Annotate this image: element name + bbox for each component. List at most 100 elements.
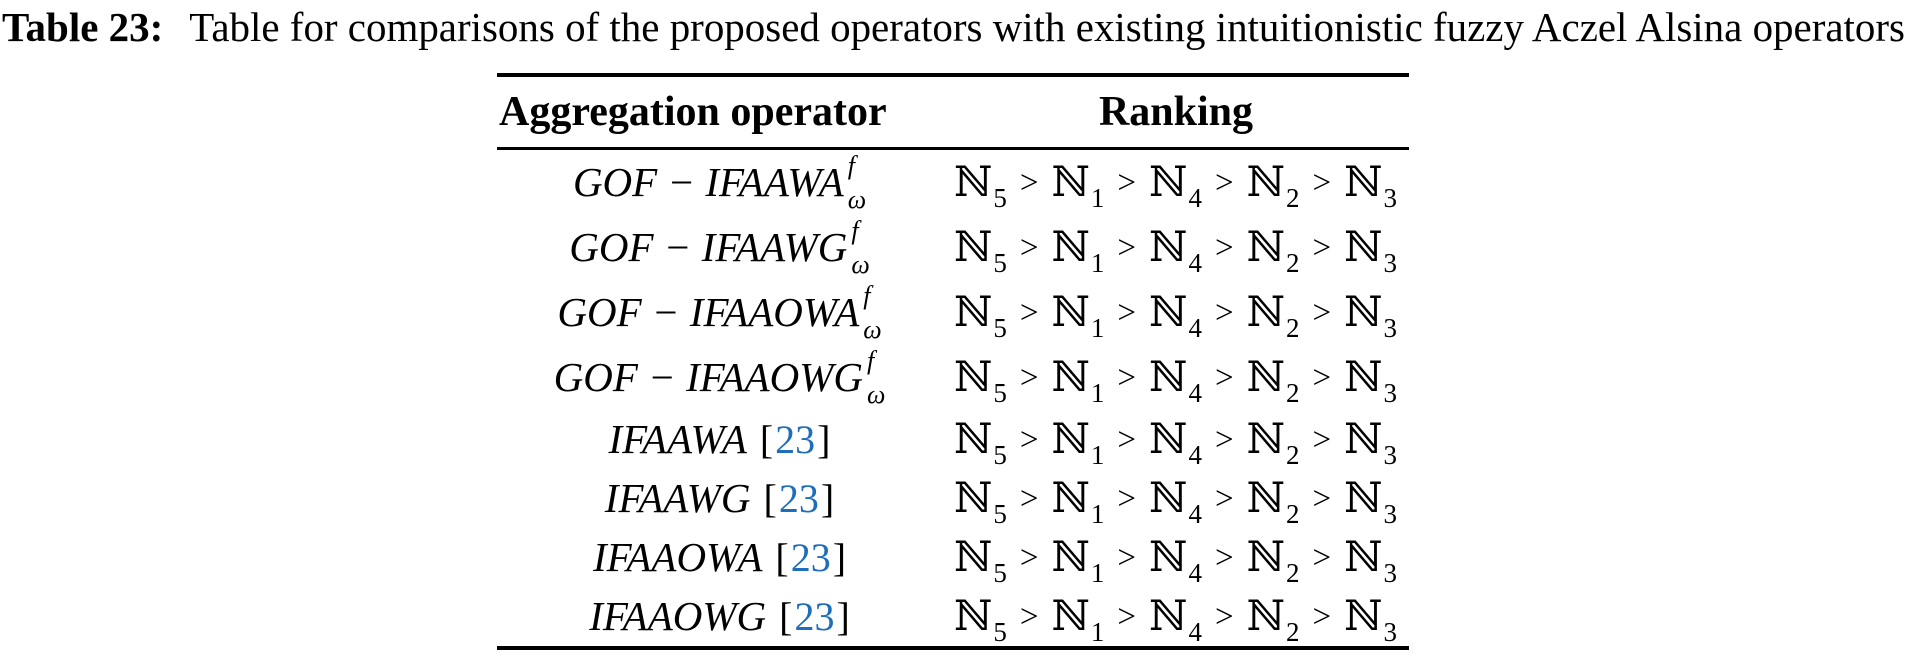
set-symbol: ℕ [954, 414, 993, 463]
set-symbol: ℕ [954, 352, 993, 401]
ranking-cell: ℕ5>ℕ1>ℕ4>ℕ2>ℕ3 [942, 345, 1409, 410]
citation-link[interactable]: 23 [775, 416, 816, 462]
greater-than-symbol: > [1019, 360, 1039, 396]
set-symbol: ℕ [1344, 222, 1383, 271]
greater-than-symbol: > [1312, 540, 1332, 576]
set-symbol: ℕ [954, 591, 993, 640]
set-index: 4 [1188, 617, 1202, 647]
set-index: 5 [993, 183, 1007, 213]
operator-superscript: f [847, 150, 855, 180]
greater-than-symbol: > [1117, 599, 1137, 635]
operator-cell: IFAAWG[23] [497, 469, 942, 528]
set-index: 1 [1090, 313, 1105, 343]
greater-than-symbol: > [1214, 481, 1234, 517]
citation: [23] [763, 475, 835, 521]
ranking-item: ℕ4 [1149, 356, 1202, 407]
greater-than-symbol: > [1312, 360, 1332, 396]
ranking-item: ℕ4 [1149, 536, 1202, 587]
set-index: 2 [1285, 499, 1300, 529]
ranking-item: ℕ1 [1052, 161, 1105, 212]
set-symbol: ℕ [1149, 287, 1188, 336]
ranking-item: ℕ2 [1247, 418, 1300, 469]
greater-than-symbol: > [1117, 540, 1137, 576]
greater-than-symbol: > [1312, 422, 1332, 458]
set-index: 5 [993, 617, 1007, 647]
citation-link[interactable]: 23 [794, 593, 835, 639]
set-index: 4 [1188, 499, 1202, 529]
ranking-item: ℕ5 [954, 536, 1007, 587]
set-index: 4 [1188, 248, 1202, 278]
ranking-item: ℕ5 [954, 161, 1007, 212]
set-symbol: ℕ [954, 473, 993, 522]
table-row: IFAAOWG[23]ℕ5>ℕ1>ℕ4>ℕ2>ℕ3 [497, 587, 1409, 646]
greater-than-symbol: > [1312, 230, 1332, 266]
ranking-item: ℕ3 [1344, 291, 1397, 342]
ranking-item: ℕ2 [1247, 477, 1300, 528]
ranking-item: ℕ1 [1052, 356, 1105, 407]
operator-superscript: f [866, 345, 875, 375]
ranking-cell: ℕ5>ℕ1>ℕ4>ℕ2>ℕ3 [942, 469, 1409, 528]
set-index: 5 [993, 248, 1007, 278]
set-symbol: ℕ [1246, 157, 1285, 206]
set-index: 3 [1383, 499, 1397, 529]
greater-than-symbol: > [1312, 165, 1332, 201]
operator-name: IFAAOWG [589, 593, 767, 639]
set-index: 1 [1090, 378, 1105, 408]
set-symbol: ℕ [1344, 414, 1383, 463]
greater-than-symbol: > [1019, 422, 1039, 458]
table-caption: Table 23:Table for comparisons of the pr… [2, 0, 1905, 54]
citation-link[interactable]: 23 [778, 475, 819, 521]
set-index: 1 [1090, 183, 1105, 213]
set-index: 2 [1285, 617, 1300, 647]
ranking-item: ℕ3 [1344, 226, 1397, 277]
set-index: 3 [1383, 440, 1397, 470]
set-index: 3 [1383, 313, 1397, 343]
ranking-item: ℕ4 [1149, 161, 1202, 212]
table-row: IFAAWG[23]ℕ5>ℕ1>ℕ4>ℕ2>ℕ3 [497, 469, 1409, 528]
set-index: 4 [1188, 440, 1202, 470]
set-symbol: ℕ [1344, 532, 1383, 581]
set-symbol: ℕ [954, 157, 993, 206]
ranking-item: ℕ2 [1247, 595, 1300, 646]
operator-name: GOF − IFAAOWA [557, 289, 860, 335]
greater-than-symbol: > [1019, 599, 1039, 635]
table-caption-label: Table 23: [2, 4, 164, 50]
ranking-item: ℕ1 [1052, 595, 1105, 646]
ranking-cell: ℕ5>ℕ1>ℕ4>ℕ2>ℕ3 [942, 150, 1409, 215]
ranking-item: ℕ2 [1247, 226, 1300, 277]
citation-link[interactable]: 23 [790, 534, 831, 580]
greater-than-symbol: > [1312, 295, 1332, 331]
set-index: 5 [993, 499, 1007, 529]
set-symbol: ℕ [1246, 222, 1285, 271]
table-row: IFAAWA[23]ℕ5>ℕ1>ℕ4>ℕ2>ℕ3 [497, 410, 1409, 469]
ranking-cell: ℕ5>ℕ1>ℕ4>ℕ2>ℕ3 [942, 410, 1409, 469]
comparison-table: Aggregation operator Ranking GOF − IFAAW… [497, 73, 1409, 650]
set-index: 2 [1285, 248, 1300, 278]
ranking-item: ℕ4 [1149, 291, 1202, 342]
ranking-cell: ℕ5>ℕ1>ℕ4>ℕ2>ℕ3 [942, 215, 1409, 280]
set-symbol: ℕ [954, 287, 993, 336]
ranking-item: ℕ5 [954, 595, 1007, 646]
set-symbol: ℕ [1149, 532, 1188, 581]
set-symbol: ℕ [1344, 287, 1383, 336]
ranking-item: ℕ2 [1247, 161, 1300, 212]
greater-than-symbol: > [1019, 295, 1039, 331]
citation-open-bracket: [ [763, 475, 777, 521]
operator-name: IFAAOWA [592, 534, 763, 580]
ranking-item: ℕ1 [1052, 291, 1105, 342]
header-ranking: Ranking [1098, 89, 1254, 135]
citation-open-bracket: [ [779, 593, 793, 639]
ranking-item: ℕ5 [954, 477, 1007, 528]
set-symbol: ℕ [1051, 532, 1090, 581]
set-index: 2 [1285, 558, 1300, 588]
greater-than-symbol: > [1019, 230, 1039, 266]
